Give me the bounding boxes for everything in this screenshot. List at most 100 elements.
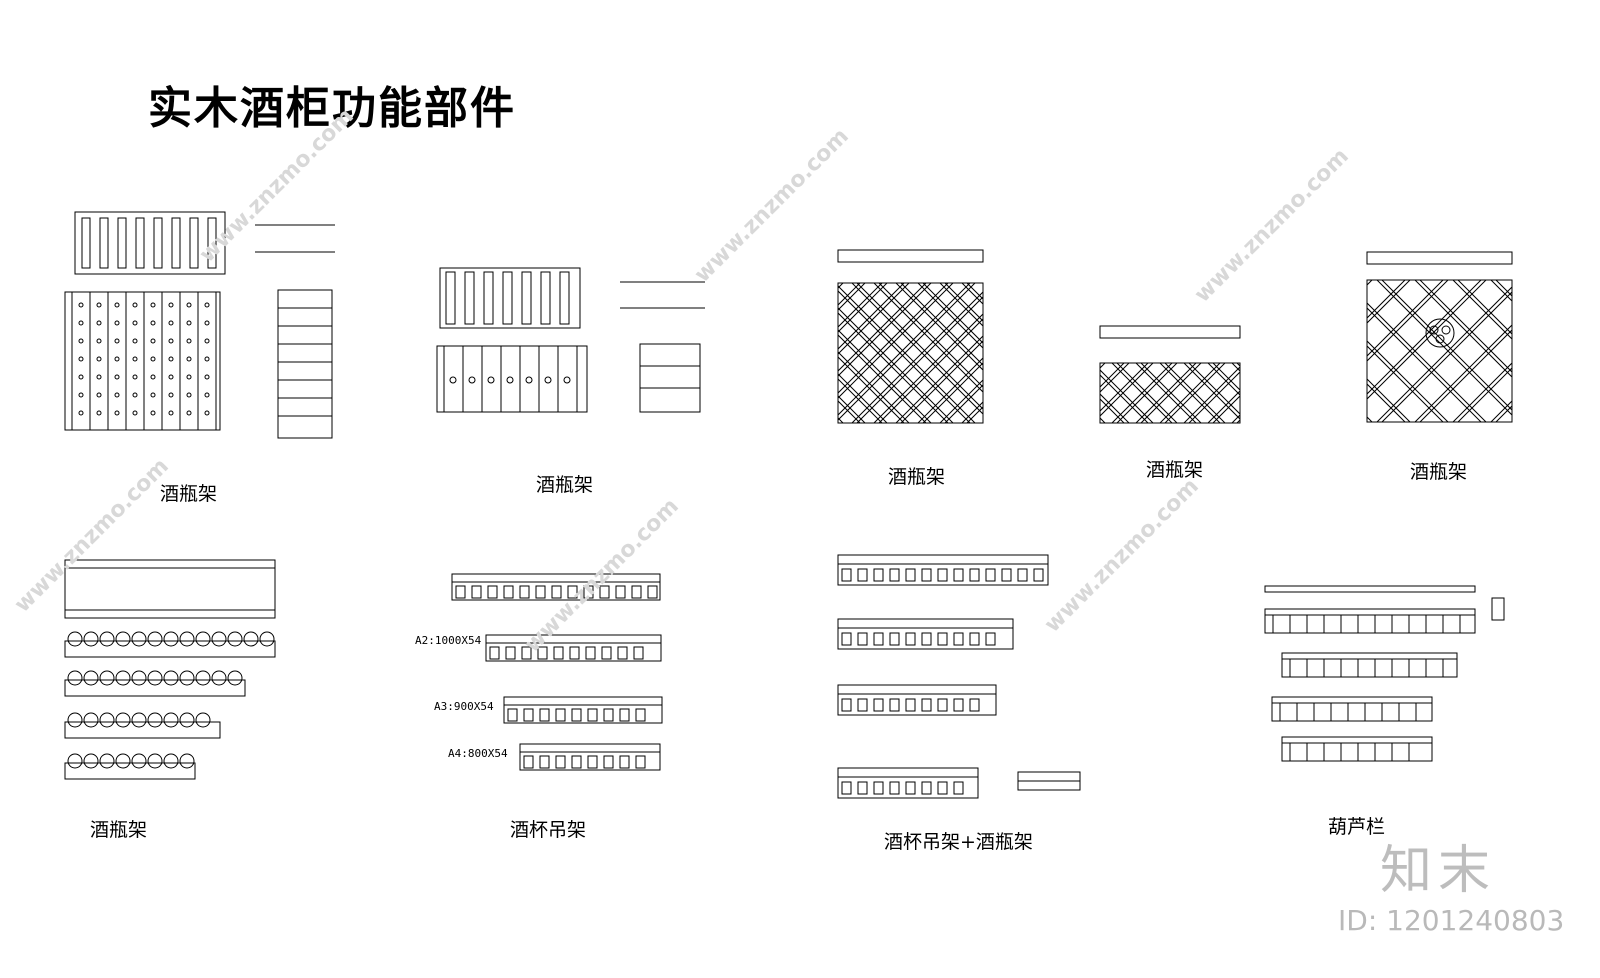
rack6-strip [64, 721, 221, 739]
hanger-slot [631, 585, 642, 599]
hanger-slot [523, 755, 534, 769]
lattice-line [1452, 362, 1512, 422]
hanger-slot [569, 646, 580, 660]
rack1-peg [204, 392, 210, 398]
lattice-line [1367, 383, 1406, 422]
rack2-peg [563, 376, 571, 384]
rack1-peg [78, 302, 84, 308]
rack1-peg [204, 338, 210, 344]
rack5-lattice [1367, 280, 1600, 422]
combo-slot [857, 632, 868, 646]
rack1-peg [132, 320, 138, 326]
lattice-line [1529, 280, 1600, 422]
hanger-slot [523, 708, 534, 722]
rack6-board-top [64, 559, 276, 619]
hanger-slot [471, 585, 482, 599]
rack6-cutout [83, 670, 99, 686]
lattice-line [838, 283, 954, 399]
rack6-strip [64, 762, 196, 780]
combo-slot [953, 568, 964, 582]
hanger-slot [555, 755, 566, 769]
lattice-line [1529, 280, 1600, 422]
rack2-slot [464, 271, 475, 325]
lattice-line [1100, 417, 1106, 423]
rack2-peg [544, 376, 552, 384]
lattice-line [1100, 363, 1106, 369]
hanger-slot [587, 708, 598, 722]
lattice-line [1367, 421, 1368, 422]
combo-slot [1017, 568, 1028, 582]
hanger-slot [503, 585, 514, 599]
rack1-peg [96, 356, 102, 362]
rack6-cutout [227, 631, 243, 647]
hanger-slot [553, 646, 564, 660]
rack6-strip [64, 640, 276, 658]
rack1-peg [96, 320, 102, 326]
rack4-board [1099, 325, 1241, 339]
lattice-line [838, 283, 866, 311]
caption-bottle-rack-1: 酒瓶架 [160, 483, 218, 505]
rack2-side [639, 343, 701, 413]
lattice-line [1111, 363, 1173, 423]
rack1-peg [132, 338, 138, 344]
rack3-board [837, 249, 984, 263]
combo-strip [837, 684, 997, 716]
lattice-line [1381, 291, 1512, 422]
lattice-line [1419, 329, 1512, 422]
lattice-line [838, 373, 888, 423]
label-a3: A3:900X54 [434, 700, 494, 713]
rack1-peg [168, 410, 174, 416]
lattice-line [922, 283, 983, 344]
lattice-line [1285, 363, 1345, 423]
rack6-cutout [243, 631, 259, 647]
hanger-slot [583, 585, 594, 599]
lattice-line [1116, 363, 1178, 423]
rack1-peg [114, 356, 120, 362]
combo-slot [905, 632, 916, 646]
rack4-frame [1099, 362, 1241, 424]
lattice-line [1367, 280, 1411, 324]
rack1-peg [186, 302, 192, 308]
rack6-cutout [67, 753, 83, 769]
rack1-peg [78, 392, 84, 398]
combo-slot [841, 632, 852, 646]
rack1-peg [186, 356, 192, 362]
lattice-line [1261, 363, 1321, 423]
lattice-line [1159, 363, 1221, 423]
lattice-line [838, 395, 866, 423]
combo-slot [921, 698, 932, 712]
combo-slot [953, 698, 964, 712]
rack5-board [1366, 251, 1513, 265]
rack1-slot [207, 217, 217, 269]
lattice-line [1367, 280, 1482, 395]
lattice-line [1285, 363, 1345, 423]
combo-slot [1001, 568, 1012, 582]
hanger-slot [603, 755, 614, 769]
lattice-line [1231, 363, 1240, 372]
rack1-slot [189, 217, 199, 269]
combo-slot [889, 698, 900, 712]
lattice-line [1457, 367, 1512, 422]
rack2-slot [521, 271, 532, 325]
lattice-line [1100, 363, 1154, 417]
combo-slot [937, 568, 948, 582]
lattice-line [1567, 280, 1600, 422]
hanger-slot [519, 585, 530, 599]
lattice-line [1572, 280, 1600, 422]
lattice-line [1367, 378, 1411, 422]
rack1-peg [150, 320, 156, 326]
lattice-line [1135, 363, 1197, 423]
rack6-cutout [147, 670, 163, 686]
lattice-line [1077, 283, 1217, 423]
rack1-peg [150, 392, 156, 398]
lattice-line [1011, 283, 1151, 423]
hanger-strip [519, 743, 661, 771]
combo-slot [921, 568, 932, 582]
combo-slot [969, 632, 980, 646]
rack1-peg [168, 356, 174, 362]
lattice-line [1231, 414, 1240, 423]
lattice-line [939, 283, 983, 327]
rack1-slot [117, 217, 127, 269]
lattice-line [873, 313, 983, 423]
lattice-line [1367, 416, 1373, 422]
